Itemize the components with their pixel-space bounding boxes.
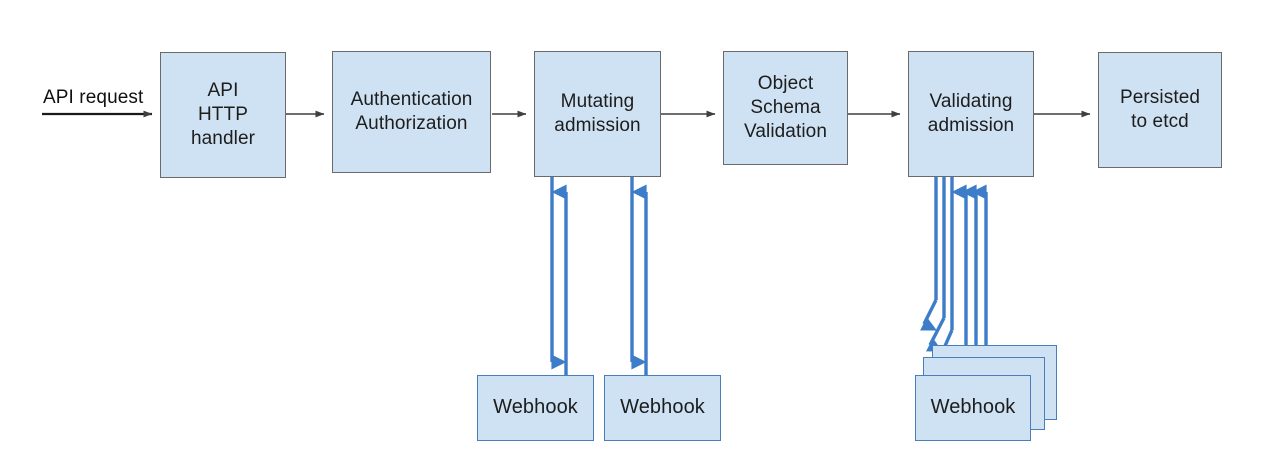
node-persisted-to-etcd[interactable]: Persisted to etcd bbox=[1098, 52, 1222, 168]
api-request-label: API request bbox=[43, 87, 144, 108]
connector-validating-to-webhook-front bbox=[920, 177, 938, 331]
connector-validating-to-webhook-back bbox=[934, 177, 954, 369]
node-object-schema-validation[interactable]: Object Schema Validation bbox=[723, 51, 848, 165]
node-mutating-webhook-2[interactable]: Webhook bbox=[604, 375, 721, 441]
node-api-http-handler[interactable]: API HTTP handler bbox=[160, 52, 286, 178]
node-validating-webhook-front[interactable]: Webhook bbox=[915, 375, 1031, 441]
node-mutating-webhook-1[interactable]: Webhook bbox=[477, 375, 594, 441]
node-authentication-authorization[interactable]: Authentication Authorization bbox=[332, 51, 491, 173]
connector-validating-to-webhook-middle bbox=[926, 177, 946, 352]
node-mutating-admission[interactable]: Mutating admission bbox=[534, 51, 661, 177]
node-validating-admission[interactable]: Validating admission bbox=[908, 51, 1034, 177]
